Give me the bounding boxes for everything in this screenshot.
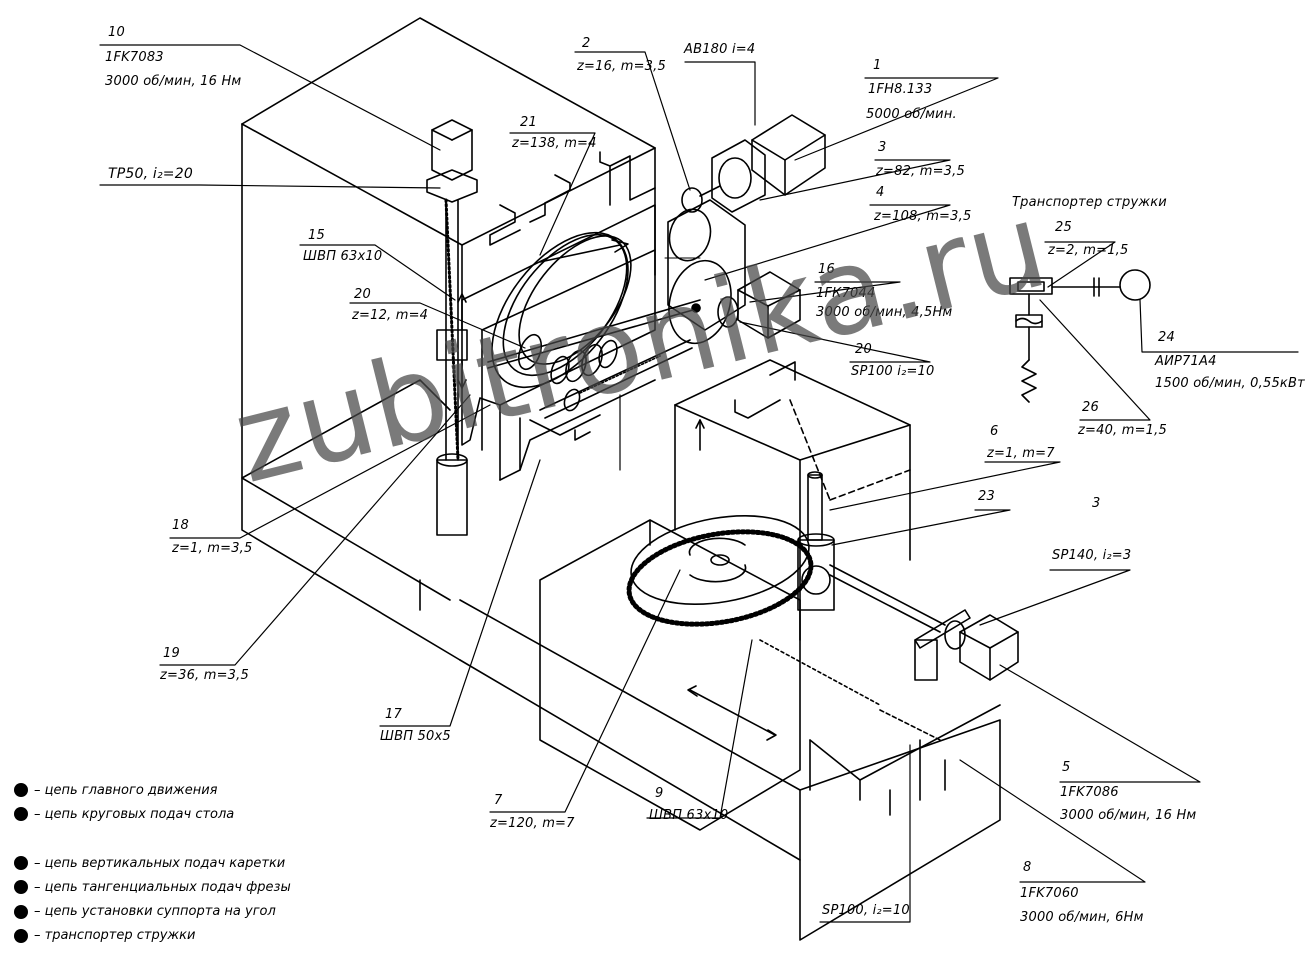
motor-5 (914, 609, 1019, 681)
label-conveyor: Транспортер стружки (1012, 195, 1167, 210)
bed-slide (687, 639, 946, 816)
label-21-spec: z=138, m=4 (512, 136, 597, 151)
label-17-num: 17 (385, 707, 402, 722)
label-17-spec: ШВП 50х5 (380, 729, 451, 744)
label-16-model: 1FК7044 (816, 286, 876, 301)
label-sp100b: SP100, i₂=10 (822, 903, 910, 918)
worm-wheel-21 (491, 231, 632, 389)
label-19-spec: z=36, m=3,5 (160, 668, 249, 683)
hob-spindle (487, 299, 701, 419)
label-19-num: 19 (163, 646, 180, 661)
label-1-model: 1FН8.133 (868, 82, 933, 97)
legend-dot-icon (14, 807, 28, 822)
label-25-num: 25 (1055, 220, 1072, 235)
label-26-spec: z=40, m=1,5 (1078, 423, 1167, 438)
label-4-spec: z=108, m=3,5 (874, 209, 972, 224)
label-10-spec: 3000 об/мин, 16 Нм (105, 74, 242, 89)
label-16-spec: 3000 об/мин, 4,5Нм (816, 305, 953, 320)
legend-dot-icon (14, 880, 28, 895)
label-15-num: 15 (308, 228, 325, 243)
rotary-table (539, 514, 814, 831)
label-24-spec: 1500 об/мин, 0,55кВт (1155, 376, 1305, 391)
label-1-num: 1 (873, 58, 882, 73)
vertical-screw (426, 119, 478, 536)
label-2-spec: z=16, m=3,5 (577, 59, 666, 74)
label-24-num: 24 (1158, 330, 1175, 345)
legend-label: – цепь круговых подач стола (34, 806, 235, 822)
label-18-spec: z=1, m=3,5 (172, 541, 253, 556)
label-6-num: 6 (990, 424, 999, 439)
label-25-spec: z=2, m=1,5 (1048, 243, 1129, 258)
label-9-num: 9 (655, 786, 664, 801)
legend-dot-icon (14, 904, 28, 919)
label-1-spec: 5000 об/мин. (866, 107, 957, 122)
legend-label: – цепь главного движения (34, 782, 218, 798)
label-21-num: 21 (520, 115, 537, 130)
legend-item-angle-setting: – цепь установки суппорта на угол (14, 899, 291, 923)
label-10-model: 1FK7083 (105, 50, 164, 65)
legend-item-vertical-feed: – цепь вертикальных подач каретки (14, 851, 291, 875)
legend-item-table-feed: – цепь круговых подач стола (14, 802, 291, 826)
legend-dot-icon (14, 856, 28, 871)
legend-item-tangential-feed: – цепь тангенциальных подач фрезы (14, 875, 291, 899)
machine-bed (241, 379, 1001, 941)
chip-conveyor (1009, 269, 1151, 403)
label-8-num: 8 (1023, 860, 1032, 875)
legend-item-main-motion: – цепь главного движения (14, 778, 291, 802)
label-15-spec: ШВП 63х10 (303, 249, 383, 264)
label-9-spec: ШВП 63х10 (649, 808, 729, 823)
label-20b-num: 20 (855, 342, 872, 357)
label-8-spec: 3000 об/мин, 6Нм (1020, 910, 1144, 925)
label-20a-spec: z=12, m=4 (352, 308, 429, 323)
legend-dot-icon (14, 928, 28, 943)
label-5-spec: 3000 об/мин, 16 Нм (1060, 808, 1197, 823)
legend-item-chip-conveyor: – транспортер стружки (14, 924, 291, 948)
label-5-num: 5 (1062, 760, 1071, 775)
label-3a-num: 3 (878, 140, 887, 155)
label-3b-num: 3 (1092, 496, 1101, 511)
label-sp140: SP140, i₂=3 (1052, 548, 1132, 563)
label-26-num: 26 (1082, 400, 1099, 415)
label-18-num: 18 (172, 518, 189, 533)
label-3a-spec: z=82, m=3,5 (876, 164, 965, 179)
label-24-model: АИР71А4 (1155, 354, 1217, 369)
label-tp50: ТР50, i₂=20 (108, 166, 193, 182)
label-20a-num: 20 (354, 287, 371, 302)
legend-label: – цепь установки суппорта на угол (34, 904, 276, 920)
label-8-model: 1FK7060 (1020, 886, 1079, 901)
label-10-num: 10 (108, 25, 125, 40)
legend-dot-icon (14, 783, 28, 798)
label-5-model: 1FK7086 (1060, 785, 1119, 800)
label-6-spec: z=1, m=7 (987, 446, 1055, 461)
motor-1 (699, 114, 826, 213)
label-ab180: АВ180 i=4 (684, 42, 756, 57)
legend-label: – цепь тангенциальных подач фрезы (34, 879, 291, 895)
worm-6 (797, 471, 946, 633)
leader-lines (99, 44, 1299, 923)
legend-item-faint (14, 827, 291, 851)
label-16-num: 16 (818, 262, 835, 277)
label-20b-spec: SP100 i₂=10 (851, 364, 935, 379)
legend: – цепь главного движения – цепь круговых… (14, 778, 291, 948)
legend-label: – цепь вертикальных подач каретки (34, 855, 286, 871)
gearbox (664, 187, 746, 345)
legend-label: – транспортер стружки (34, 928, 196, 944)
label-4-num: 4 (876, 185, 885, 200)
label-2-num: 2 (582, 36, 591, 51)
label-7-num: 7 (494, 793, 503, 808)
label-23-num: 23 (978, 489, 995, 504)
label-7-spec: z=120, m=7 (490, 816, 575, 831)
